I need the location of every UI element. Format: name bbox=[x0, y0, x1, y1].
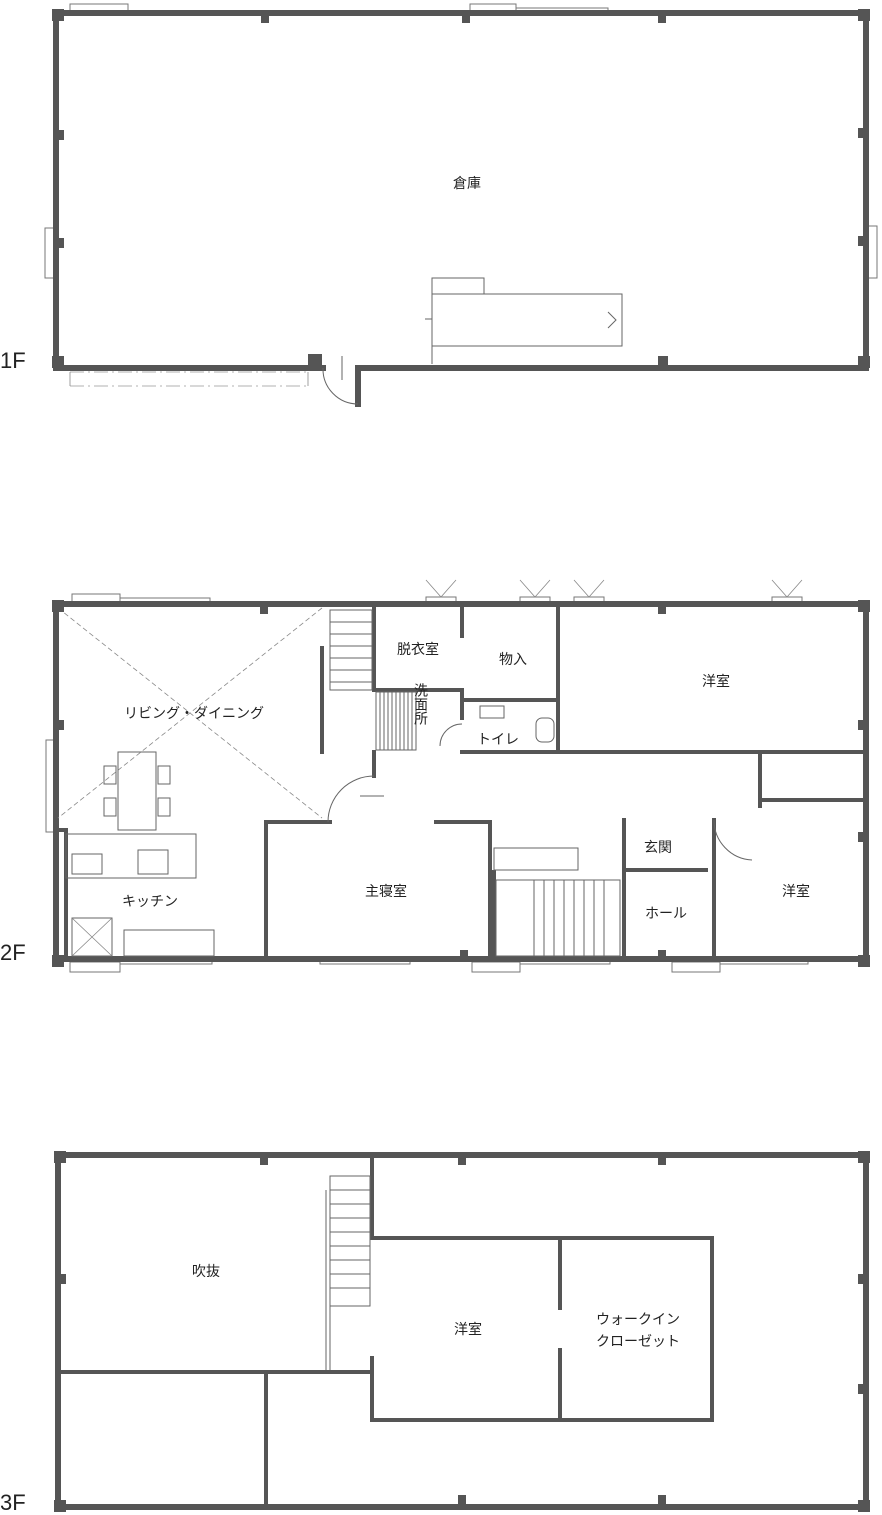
floor-label: 3F bbox=[0, 1490, 26, 1515]
structural-post bbox=[308, 354, 322, 368]
staircase bbox=[425, 277, 623, 364]
window bbox=[671, 961, 721, 973]
exterior-wall bbox=[53, 10, 869, 371]
window-sash bbox=[425, 579, 803, 598]
kitchen-counter bbox=[65, 833, 197, 879]
structural-post bbox=[858, 832, 866, 842]
pantry-box bbox=[71, 917, 113, 957]
room-label-washroom: 洗面所 bbox=[412, 683, 428, 725]
room-label-kitchen: キッチン bbox=[122, 894, 178, 910]
structural-post bbox=[260, 1155, 268, 1165]
structural-post bbox=[260, 604, 268, 614]
structural-post bbox=[858, 1384, 866, 1394]
dining-table bbox=[103, 751, 171, 831]
staircase bbox=[495, 879, 621, 957]
structural-post bbox=[58, 1274, 66, 1284]
structural-post bbox=[858, 600, 870, 612]
structural-post bbox=[462, 13, 470, 23]
structural-post bbox=[858, 128, 866, 138]
staircase bbox=[325, 1175, 371, 1370]
structural-post bbox=[658, 950, 666, 960]
toilet-bowl bbox=[535, 717, 555, 743]
window bbox=[69, 961, 121, 973]
structural-post bbox=[858, 1151, 870, 1163]
floor-3f: 吹抜 洋室 ウォークインクローゼット 3F bbox=[0, 1151, 870, 1515]
structural-post bbox=[460, 950, 468, 960]
room-label-walk-in-closet: ウォークインクローゼット bbox=[596, 1312, 680, 1350]
floor-1f: 倉庫 1F bbox=[0, 3, 878, 407]
room-label-void: 吹抜 bbox=[192, 1264, 220, 1280]
interior-walls bbox=[58, 1155, 714, 1507]
structural-post bbox=[858, 356, 870, 368]
structural-post bbox=[658, 13, 666, 23]
structural-post bbox=[858, 720, 866, 730]
structural-post bbox=[52, 600, 64, 612]
void-hatch bbox=[57, 607, 323, 819]
room-label-master: 主寝室 bbox=[365, 883, 407, 900]
structural-post bbox=[54, 1500, 66, 1512]
structural-post bbox=[56, 130, 64, 140]
room-label-toilet: トイレ bbox=[477, 732, 519, 748]
door-swing bbox=[713, 819, 753, 861]
room-label-warehouse: 倉庫 bbox=[453, 175, 481, 192]
room-label-storage: 物入 bbox=[499, 652, 527, 668]
door-swing bbox=[322, 367, 359, 405]
structural-post bbox=[261, 13, 269, 23]
room-label-western2: 洋室 bbox=[782, 883, 810, 900]
structural-post bbox=[54, 1151, 66, 1163]
door-swing bbox=[327, 775, 375, 823]
structural-post bbox=[858, 1274, 866, 1284]
door-swing bbox=[439, 723, 463, 747]
structural-post bbox=[658, 1495, 666, 1505]
structural-post bbox=[52, 9, 64, 21]
structural-post bbox=[458, 1155, 466, 1165]
structural-post bbox=[658, 1155, 666, 1165]
kitchen-island bbox=[123, 929, 215, 957]
structural-post bbox=[858, 236, 866, 246]
stove-icon bbox=[71, 853, 103, 875]
structural-post bbox=[858, 1500, 870, 1512]
room-label-western: 洋室 bbox=[454, 1321, 482, 1338]
window bbox=[471, 961, 521, 973]
room-label-western1: 洋室 bbox=[702, 673, 730, 690]
structural-post bbox=[458, 1495, 466, 1505]
room-label-living: リビング・ダイニング bbox=[124, 706, 264, 722]
structural-post bbox=[56, 720, 64, 730]
room-label-dressing: 脱衣室 bbox=[397, 641, 439, 658]
structural-post bbox=[52, 356, 64, 368]
room-label-entrance: 玄関 bbox=[644, 839, 672, 856]
structural-post bbox=[858, 9, 870, 21]
shoe-cabinet bbox=[493, 847, 579, 871]
structural-post bbox=[858, 955, 870, 967]
paper-holder bbox=[479, 705, 505, 719]
structural-post bbox=[658, 604, 666, 614]
pantry-cross bbox=[71, 917, 113, 957]
interior-walls bbox=[58, 602, 868, 962]
floor-label: 1F bbox=[0, 348, 26, 373]
room-label-hall: ホール bbox=[645, 906, 687, 922]
shelf-lines bbox=[379, 692, 413, 750]
sink-icon bbox=[137, 849, 169, 875]
structural-post bbox=[56, 238, 64, 248]
staircase bbox=[329, 609, 373, 691]
structural-post bbox=[52, 955, 64, 967]
structural-post bbox=[658, 356, 668, 368]
floor-2f: リビング・ダイニング 脱衣室 物入 洋室 洗面所 トイレ 玄関 洋室 キッチン … bbox=[0, 579, 870, 973]
floor-label: 2F bbox=[0, 940, 26, 965]
